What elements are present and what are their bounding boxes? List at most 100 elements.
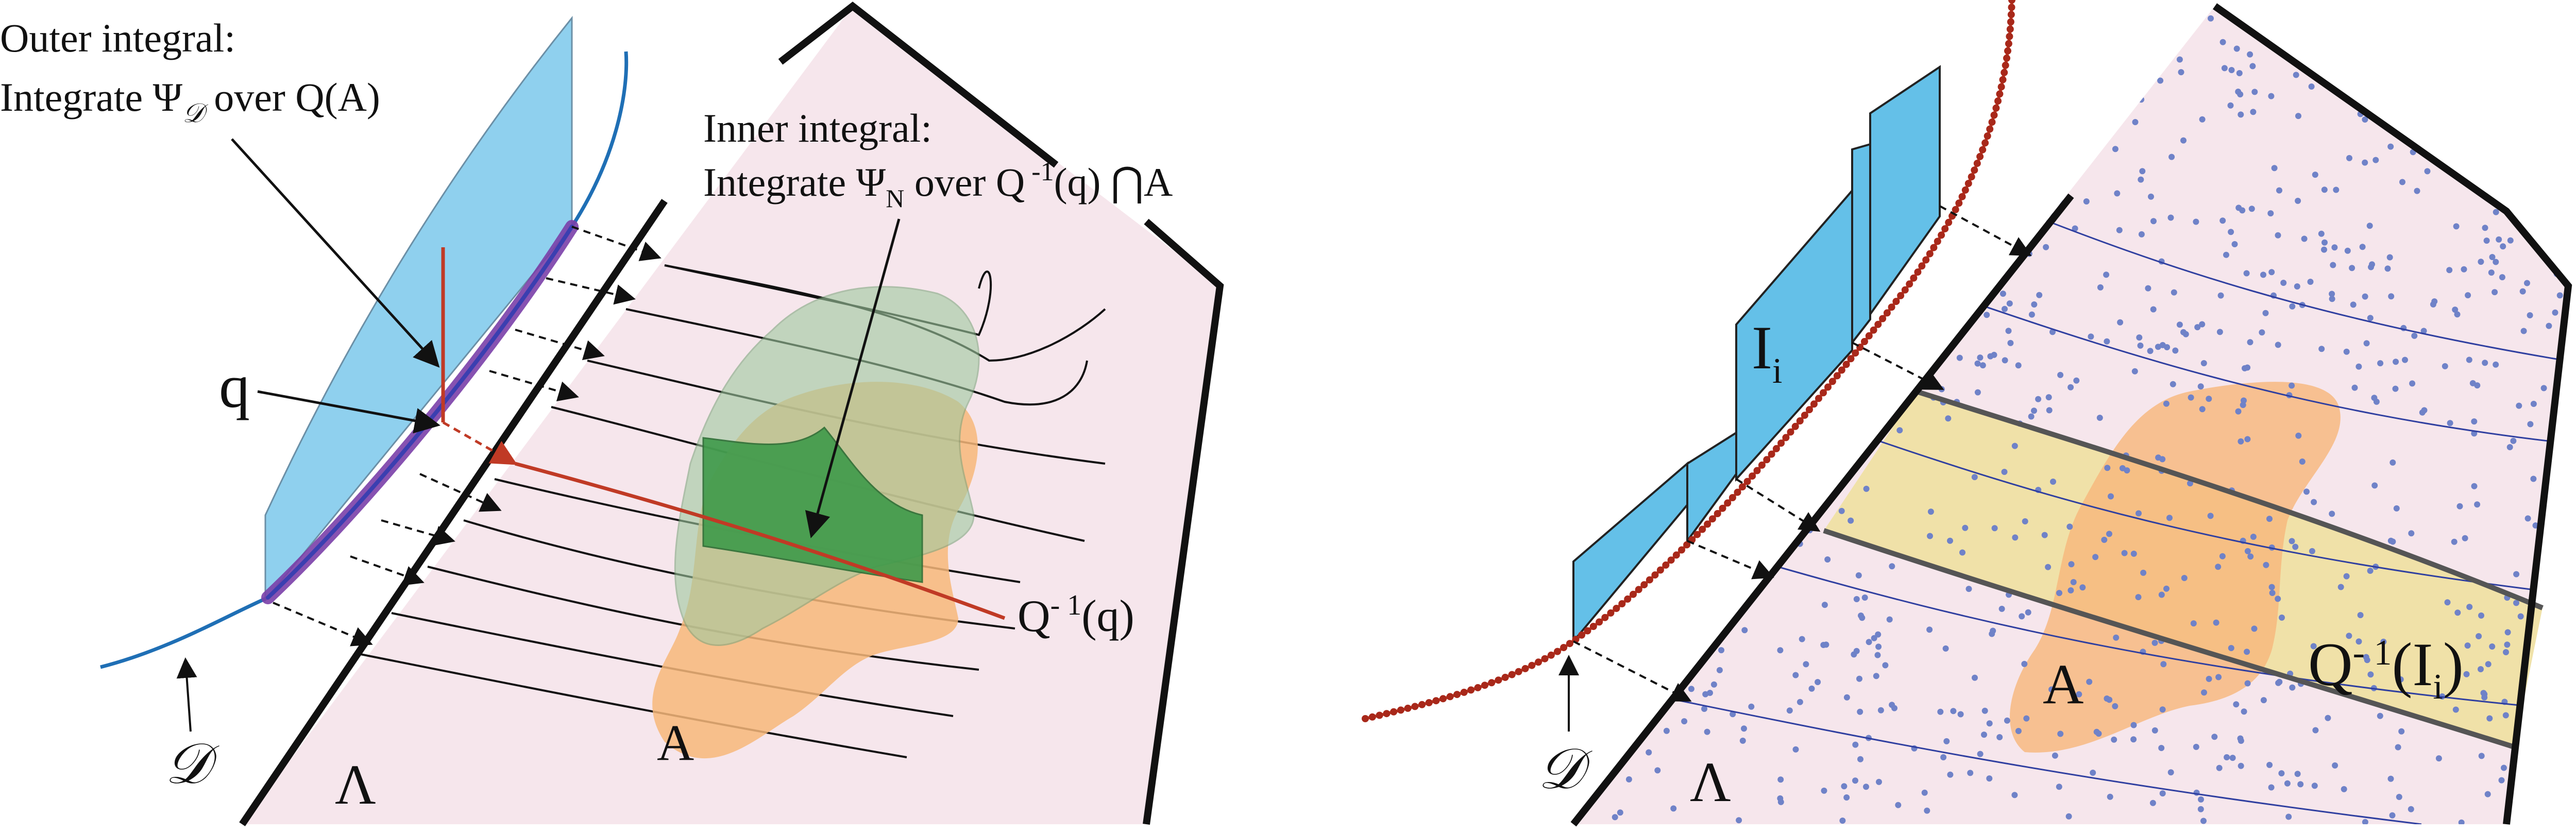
sample-dot	[2025, 609, 2031, 616]
sample-dot	[2043, 165, 2049, 172]
sample-dot	[2247, 51, 2253, 58]
sample-dot	[1617, 809, 1623, 816]
sample-dot	[2197, 806, 2204, 812]
sample-dot	[1683, 254, 1689, 261]
sample-dot	[2241, 397, 2247, 404]
sample-dot	[2392, 385, 2399, 392]
sample-dot	[2045, 394, 2052, 401]
domain-point	[2008, 0, 2015, 4]
sample-dot	[1585, 259, 1591, 265]
sample-dot	[2250, 534, 2257, 540]
band-lower-edge	[1823, 528, 2515, 750]
domain-point	[1651, 571, 1659, 579]
domain-point	[1838, 366, 1845, 374]
sample-dot	[2329, 296, 2335, 302]
sample-dot	[1573, 16, 1579, 23]
sample-dot	[1692, 623, 1699, 630]
sample-dot	[2275, 342, 2281, 348]
sample-dot	[1589, 504, 1596, 511]
sample-dot	[1842, 419, 1849, 426]
domain-point	[1984, 132, 1991, 140]
sample-dot	[2070, 579, 2077, 585]
sample-dot	[2088, 333, 2094, 340]
domain-point	[1914, 268, 1922, 276]
sample-dot	[1777, 647, 1784, 654]
sample-dot	[1657, 432, 1663, 438]
sample-dot	[2244, 680, 2251, 687]
sample-dot	[1578, 254, 1584, 261]
sample-dot	[1957, 711, 1964, 718]
sample-dot	[1729, 378, 1736, 385]
domain-point	[1782, 434, 1790, 441]
sample-dot	[2201, 689, 2207, 696]
sample-dot	[1654, 767, 1661, 774]
sample-dot	[1923, 241, 1929, 247]
sample-dot	[2321, 239, 2328, 246]
sample-dot	[1747, 147, 1753, 154]
sample-dot	[2023, 715, 2030, 722]
sample-dot	[2563, 466, 2568, 473]
sample-dot	[2294, 771, 2301, 777]
sample-dot	[1645, 229, 1651, 236]
sample-dot	[1625, 776, 1632, 783]
domain-point	[1986, 125, 1994, 133]
sample-dot	[1594, 185, 1601, 192]
sample-dot	[1979, 280, 1986, 287]
sample-dot	[1660, 150, 1667, 157]
sample-dot	[2449, 43, 2455, 49]
sample-dot	[2276, 678, 2283, 685]
sample-dot	[2199, 116, 2206, 123]
sample-dot	[2241, 708, 2247, 715]
sample-dot	[1861, 594, 1868, 601]
sample-dot	[2050, 479, 2056, 485]
sample-dot	[2250, 109, 2257, 115]
sample-dot	[2310, 19, 2317, 25]
sample-dot	[2419, 409, 2426, 416]
domain-point	[1973, 160, 1981, 167]
sample-dot	[2136, 334, 2143, 341]
sample-dot	[1924, 807, 1930, 814]
sample-dot	[2527, 103, 2534, 110]
sample-dot	[2233, 45, 2240, 52]
sample-dot	[2268, 784, 2275, 791]
sample-dot	[2138, 231, 2145, 237]
domain-point	[1926, 250, 1934, 258]
sample-dot	[1707, 690, 1713, 696]
sample-dot	[2040, 206, 2046, 212]
sample-dot	[2513, 147, 2519, 154]
domain-point	[1734, 488, 1741, 496]
sample-dot	[2362, 116, 2368, 123]
domain-point	[1810, 400, 1818, 408]
sample-dot	[2408, 806, 2414, 812]
sample-dot	[2424, 168, 2431, 175]
sample-dot	[1577, 457, 1583, 464]
sample-dot	[2351, 384, 2358, 391]
sample-dot	[2546, 322, 2552, 329]
sample-dot	[1641, 22, 1648, 29]
inner-arrow	[805, 218, 901, 538]
sample-dot	[2483, 237, 2490, 244]
sample-dot	[2562, 666, 2568, 672]
sample-dot	[2529, 84, 2536, 91]
sample-dot	[1582, 88, 1589, 94]
projection-arrows-left	[273, 226, 662, 647]
domain-label-left: 𝒟	[165, 733, 219, 795]
sample-dot	[2447, 420, 2453, 427]
domain-point	[1964, 180, 1972, 188]
lambda-boundary-left	[239, 2, 1224, 826]
sample-dot	[1974, 389, 1981, 396]
sample-dot	[2131, 368, 2138, 375]
sample-dot	[1935, 35, 1942, 42]
sample-dot	[1766, 544, 1772, 551]
sample-dot	[2485, 661, 2492, 668]
sample-dot	[2278, 770, 2285, 777]
sample-dot	[2028, 311, 2035, 318]
sample-dot	[2294, 283, 2300, 290]
sample-dot	[2280, 280, 2287, 286]
sample-dot	[1580, 56, 1587, 62]
sample-dot	[2543, 613, 2549, 619]
sample-dot	[2552, 309, 2558, 316]
sample-dot	[2016, 232, 2023, 239]
sample-dot	[1638, 113, 1645, 120]
sample-dot	[1945, 415, 1952, 422]
